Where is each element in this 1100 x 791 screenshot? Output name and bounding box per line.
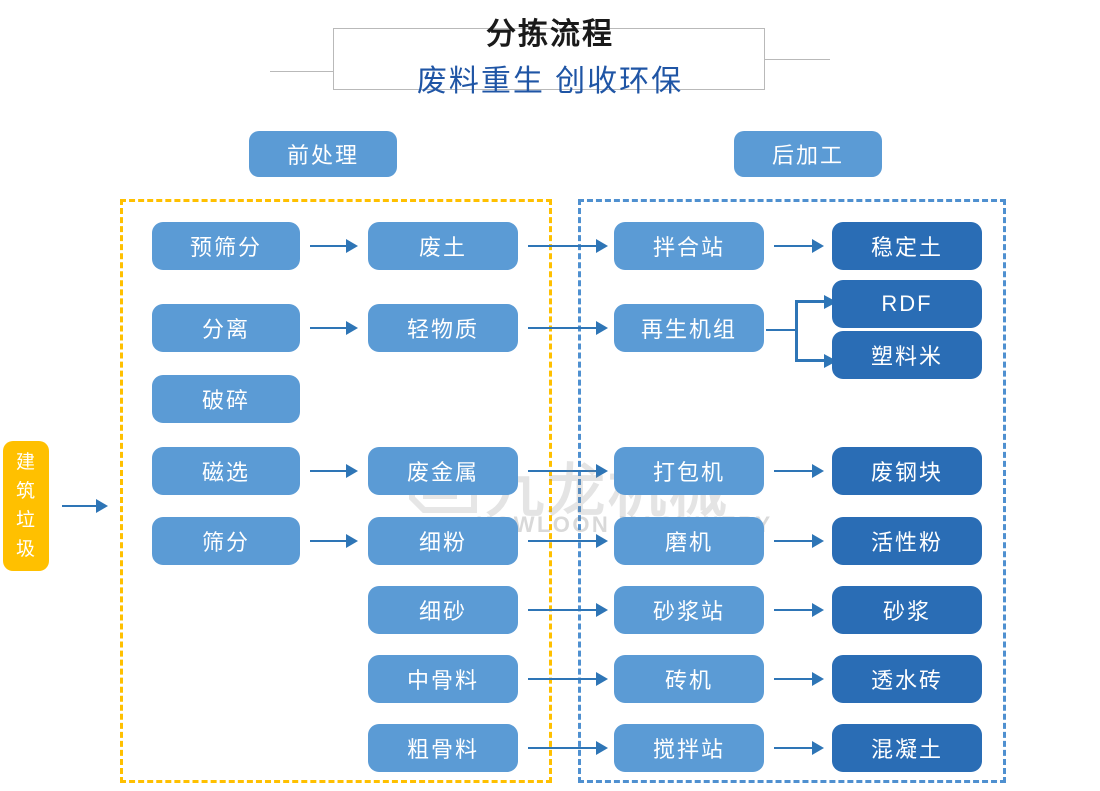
arrow-shaft: [774, 678, 814, 680]
node-pre-output-3[interactable]: 细粉: [368, 517, 518, 565]
arrow-cross-2: [528, 463, 610, 479]
node-post-output-4[interactable]: 活性粉: [832, 517, 982, 565]
arrow-head: [346, 534, 358, 548]
node-post-output-7[interactable]: 混凝土: [832, 724, 982, 772]
arrow-cross-5: [528, 671, 610, 687]
arrow-shaft: [310, 540, 348, 542]
group-frame-post-process: [578, 199, 1006, 783]
arrow-spine: [795, 300, 798, 362]
node-pre-output-2[interactable]: 废金属: [368, 447, 518, 495]
node-post-output-1[interactable]: RDF: [832, 280, 982, 328]
arrow-shaft: [528, 470, 598, 472]
node-post-output-2[interactable]: 塑料米: [832, 331, 982, 379]
node-pre-process-3[interactable]: 磁选: [152, 447, 300, 495]
arrow-shaft: [528, 609, 598, 611]
title-rule-right: [764, 59, 830, 60]
node-pre-process-0[interactable]: 预筛分: [152, 222, 300, 270]
input-node-construction-waste[interactable]: 建筑垃圾: [3, 441, 49, 571]
arrow-branch-bottom: [795, 359, 827, 362]
arrow-shaft: [528, 245, 598, 247]
node-pre-output-4[interactable]: 细砂: [368, 586, 518, 634]
arrow-shaft: [774, 470, 814, 472]
arrow-shaft: [774, 609, 814, 611]
arrow-post-5: [774, 740, 826, 756]
arrow-head: [596, 741, 608, 755]
arrow-shaft: [766, 329, 797, 331]
arrow-shaft: [310, 245, 348, 247]
arrow-cross-6: [528, 740, 610, 756]
arrow-head: [96, 499, 108, 513]
arrow-head: [812, 534, 824, 548]
node-pre-process-1[interactable]: 分离: [152, 304, 300, 352]
arrow-post-4: [774, 671, 826, 687]
node-pre-process-2[interactable]: 破碎: [152, 375, 300, 423]
arrow-cross-3: [528, 533, 610, 549]
arrow-head: [812, 239, 824, 253]
arrow-post-2: [774, 533, 826, 549]
node-post-output-0[interactable]: 稳定土: [832, 222, 982, 270]
arrow-head: [812, 741, 824, 755]
node-post-output-3[interactable]: 废钢块: [832, 447, 982, 495]
title-area: 分拣流程 废料重生 创收环保: [0, 0, 1100, 120]
arrow-head: [812, 672, 824, 686]
arrow-head: [596, 534, 608, 548]
arrow-shaft: [774, 747, 814, 749]
arrow-cross-4: [528, 602, 610, 618]
node-post-process-1[interactable]: 再生机组: [614, 304, 764, 352]
arrow-head: [596, 603, 608, 617]
arrow-shaft: [528, 678, 598, 680]
section-header-post-process[interactable]: 后加工: [734, 131, 882, 177]
node-post-process-5[interactable]: 砖机: [614, 655, 764, 703]
arrow-head: [596, 239, 608, 253]
page-subtitle: 废料重生 创收环保: [416, 65, 684, 98]
arrow-head: [346, 321, 358, 335]
arrow-shaft: [310, 470, 348, 472]
arrow-head: [596, 464, 608, 478]
arrow-head: [346, 239, 358, 253]
arrow-shaft: [528, 747, 598, 749]
group-frame-pre-process: [120, 199, 552, 783]
input-node-label: 建筑垃圾: [15, 452, 36, 560]
page-title: 分拣流程: [486, 18, 614, 51]
arrow-shaft: [528, 327, 598, 329]
arrow-cross-1: [528, 320, 610, 336]
node-post-process-4[interactable]: 砂浆站: [614, 586, 764, 634]
node-post-process-3[interactable]: 磨机: [614, 517, 764, 565]
arrow-head: [596, 321, 608, 335]
node-pre-output-5[interactable]: 中骨料: [368, 655, 518, 703]
node-post-output-6[interactable]: 透水砖: [832, 655, 982, 703]
arrow-branch-top: [795, 300, 827, 303]
node-pre-output-6[interactable]: 粗骨料: [368, 724, 518, 772]
arrow-shaft: [528, 540, 598, 542]
arrow-input-to-pre-process: [62, 498, 110, 514]
node-post-process-2[interactable]: 打包机: [614, 447, 764, 495]
node-post-output-5[interactable]: 砂浆: [832, 586, 982, 634]
arrow-shaft: [774, 540, 814, 542]
title-rule-left: [270, 71, 334, 72]
arrow-cross-0: [528, 238, 610, 254]
node-pre-process-4[interactable]: 筛分: [152, 517, 300, 565]
arrow-shaft: [310, 327, 348, 329]
arrow-shaft: [774, 245, 814, 247]
arrow-head: [596, 672, 608, 686]
arrow-pre-0: [310, 238, 360, 254]
arrow-pre-3: [310, 533, 360, 549]
node-post-process-0[interactable]: 拌合站: [614, 222, 764, 270]
arrow-post-0: [774, 238, 826, 254]
node-post-process-6[interactable]: 搅拌站: [614, 724, 764, 772]
node-pre-output-1[interactable]: 轻物质: [368, 304, 518, 352]
arrow-head: [812, 603, 824, 617]
arrow-head: [346, 464, 358, 478]
arrow-head: [812, 464, 824, 478]
arrow-pre-1: [310, 320, 360, 336]
section-header-pre-process[interactable]: 前处理: [249, 131, 397, 177]
arrow-post-1: [774, 463, 826, 479]
arrow-pre-2: [310, 463, 360, 479]
arrow-post-3: [774, 602, 826, 618]
node-pre-output-0[interactable]: 废土: [368, 222, 518, 270]
arrow-shaft: [62, 505, 98, 507]
